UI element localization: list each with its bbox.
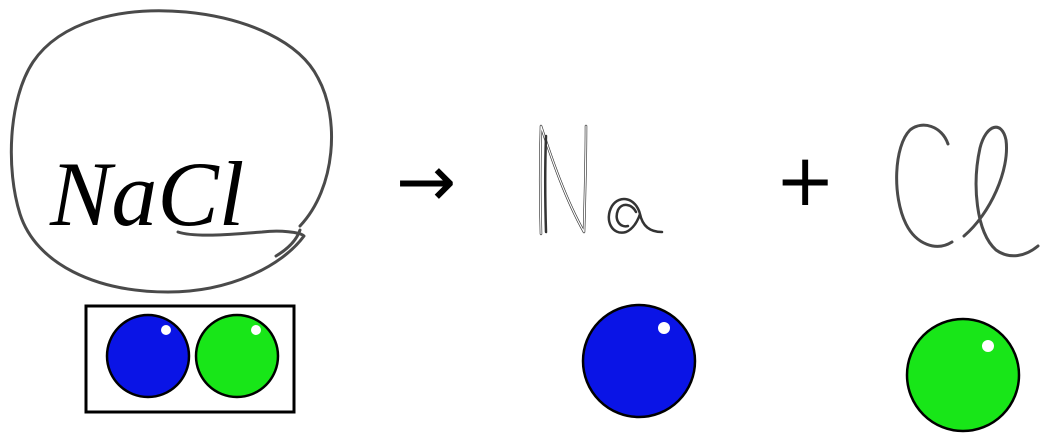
handdrawn-circle-tail xyxy=(274,228,302,258)
molecule-box xyxy=(84,304,296,414)
sodium-chloride-pair-icon xyxy=(84,304,296,414)
sodium-ball-in-box xyxy=(105,313,191,399)
sodium-ball-shine xyxy=(161,325,171,335)
reaction-arrow: → xyxy=(396,139,456,223)
sodium-atom-shine xyxy=(658,322,670,334)
chlorine-atom-shine xyxy=(982,340,994,352)
chlorine-ball-in-box xyxy=(194,313,280,399)
chlorine-atom-ball xyxy=(905,317,1021,433)
chlorine-ball-shine xyxy=(251,325,261,335)
handwritten-chlorine-symbol xyxy=(895,123,1040,258)
blue-sphere-icon xyxy=(581,303,697,419)
green-sphere-icon xyxy=(905,317,1021,433)
handwritten-sodium-symbol xyxy=(539,124,664,236)
sodium-atom-ball xyxy=(581,303,697,419)
plus-sign: + xyxy=(775,138,835,222)
reactant-formula: NaCl xyxy=(49,143,244,245)
